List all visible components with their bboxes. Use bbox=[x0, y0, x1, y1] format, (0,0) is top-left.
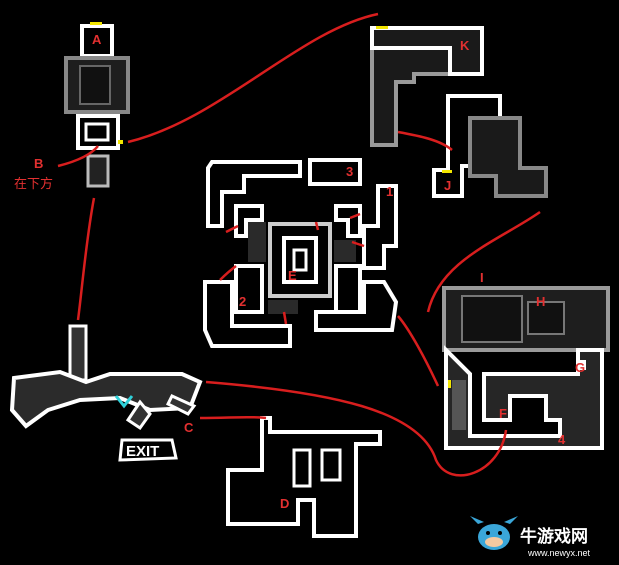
room-a-b bbox=[64, 22, 130, 188]
label-c: C bbox=[184, 420, 194, 435]
watermark-brand: 牛游戏网 bbox=[520, 526, 588, 547]
room-h-g-f bbox=[442, 286, 610, 450]
label-g: G bbox=[575, 360, 585, 375]
label-d: D bbox=[280, 496, 289, 511]
label-h: H bbox=[536, 294, 545, 309]
label-4: 4 bbox=[558, 432, 566, 447]
route-lines bbox=[57, 12, 541, 477]
label-b-note: 在下方 bbox=[14, 176, 53, 192]
label-1: 1 bbox=[386, 184, 393, 199]
watermark: 牛游戏网 www.newyx.net bbox=[470, 516, 591, 558]
label-k: K bbox=[460, 38, 470, 53]
label-b: B bbox=[34, 156, 43, 171]
start-area: EXIT bbox=[9, 324, 203, 462]
central-maze bbox=[203, 158, 399, 348]
label-i: I bbox=[480, 270, 484, 285]
central-maze-fill bbox=[248, 222, 356, 314]
exit-sign bbox=[118, 438, 178, 462]
room-k-j bbox=[370, 26, 548, 198]
label-j: J bbox=[444, 178, 451, 193]
bull-logo-icon bbox=[470, 516, 518, 550]
label-f: F bbox=[499, 406, 507, 421]
label-3: 3 bbox=[346, 164, 353, 179]
save-point-icon bbox=[114, 395, 134, 409]
watermark-url: www.newyx.net bbox=[527, 548, 591, 558]
exit-label: EXIT bbox=[126, 443, 159, 460]
label-2: 2 bbox=[239, 294, 246, 309]
label-a: A bbox=[92, 32, 102, 47]
map-labels: A B 在下方 C D E F G H I J K 1 2 3 4 bbox=[14, 32, 585, 511]
room-d bbox=[226, 416, 382, 538]
label-e: E bbox=[288, 268, 297, 283]
